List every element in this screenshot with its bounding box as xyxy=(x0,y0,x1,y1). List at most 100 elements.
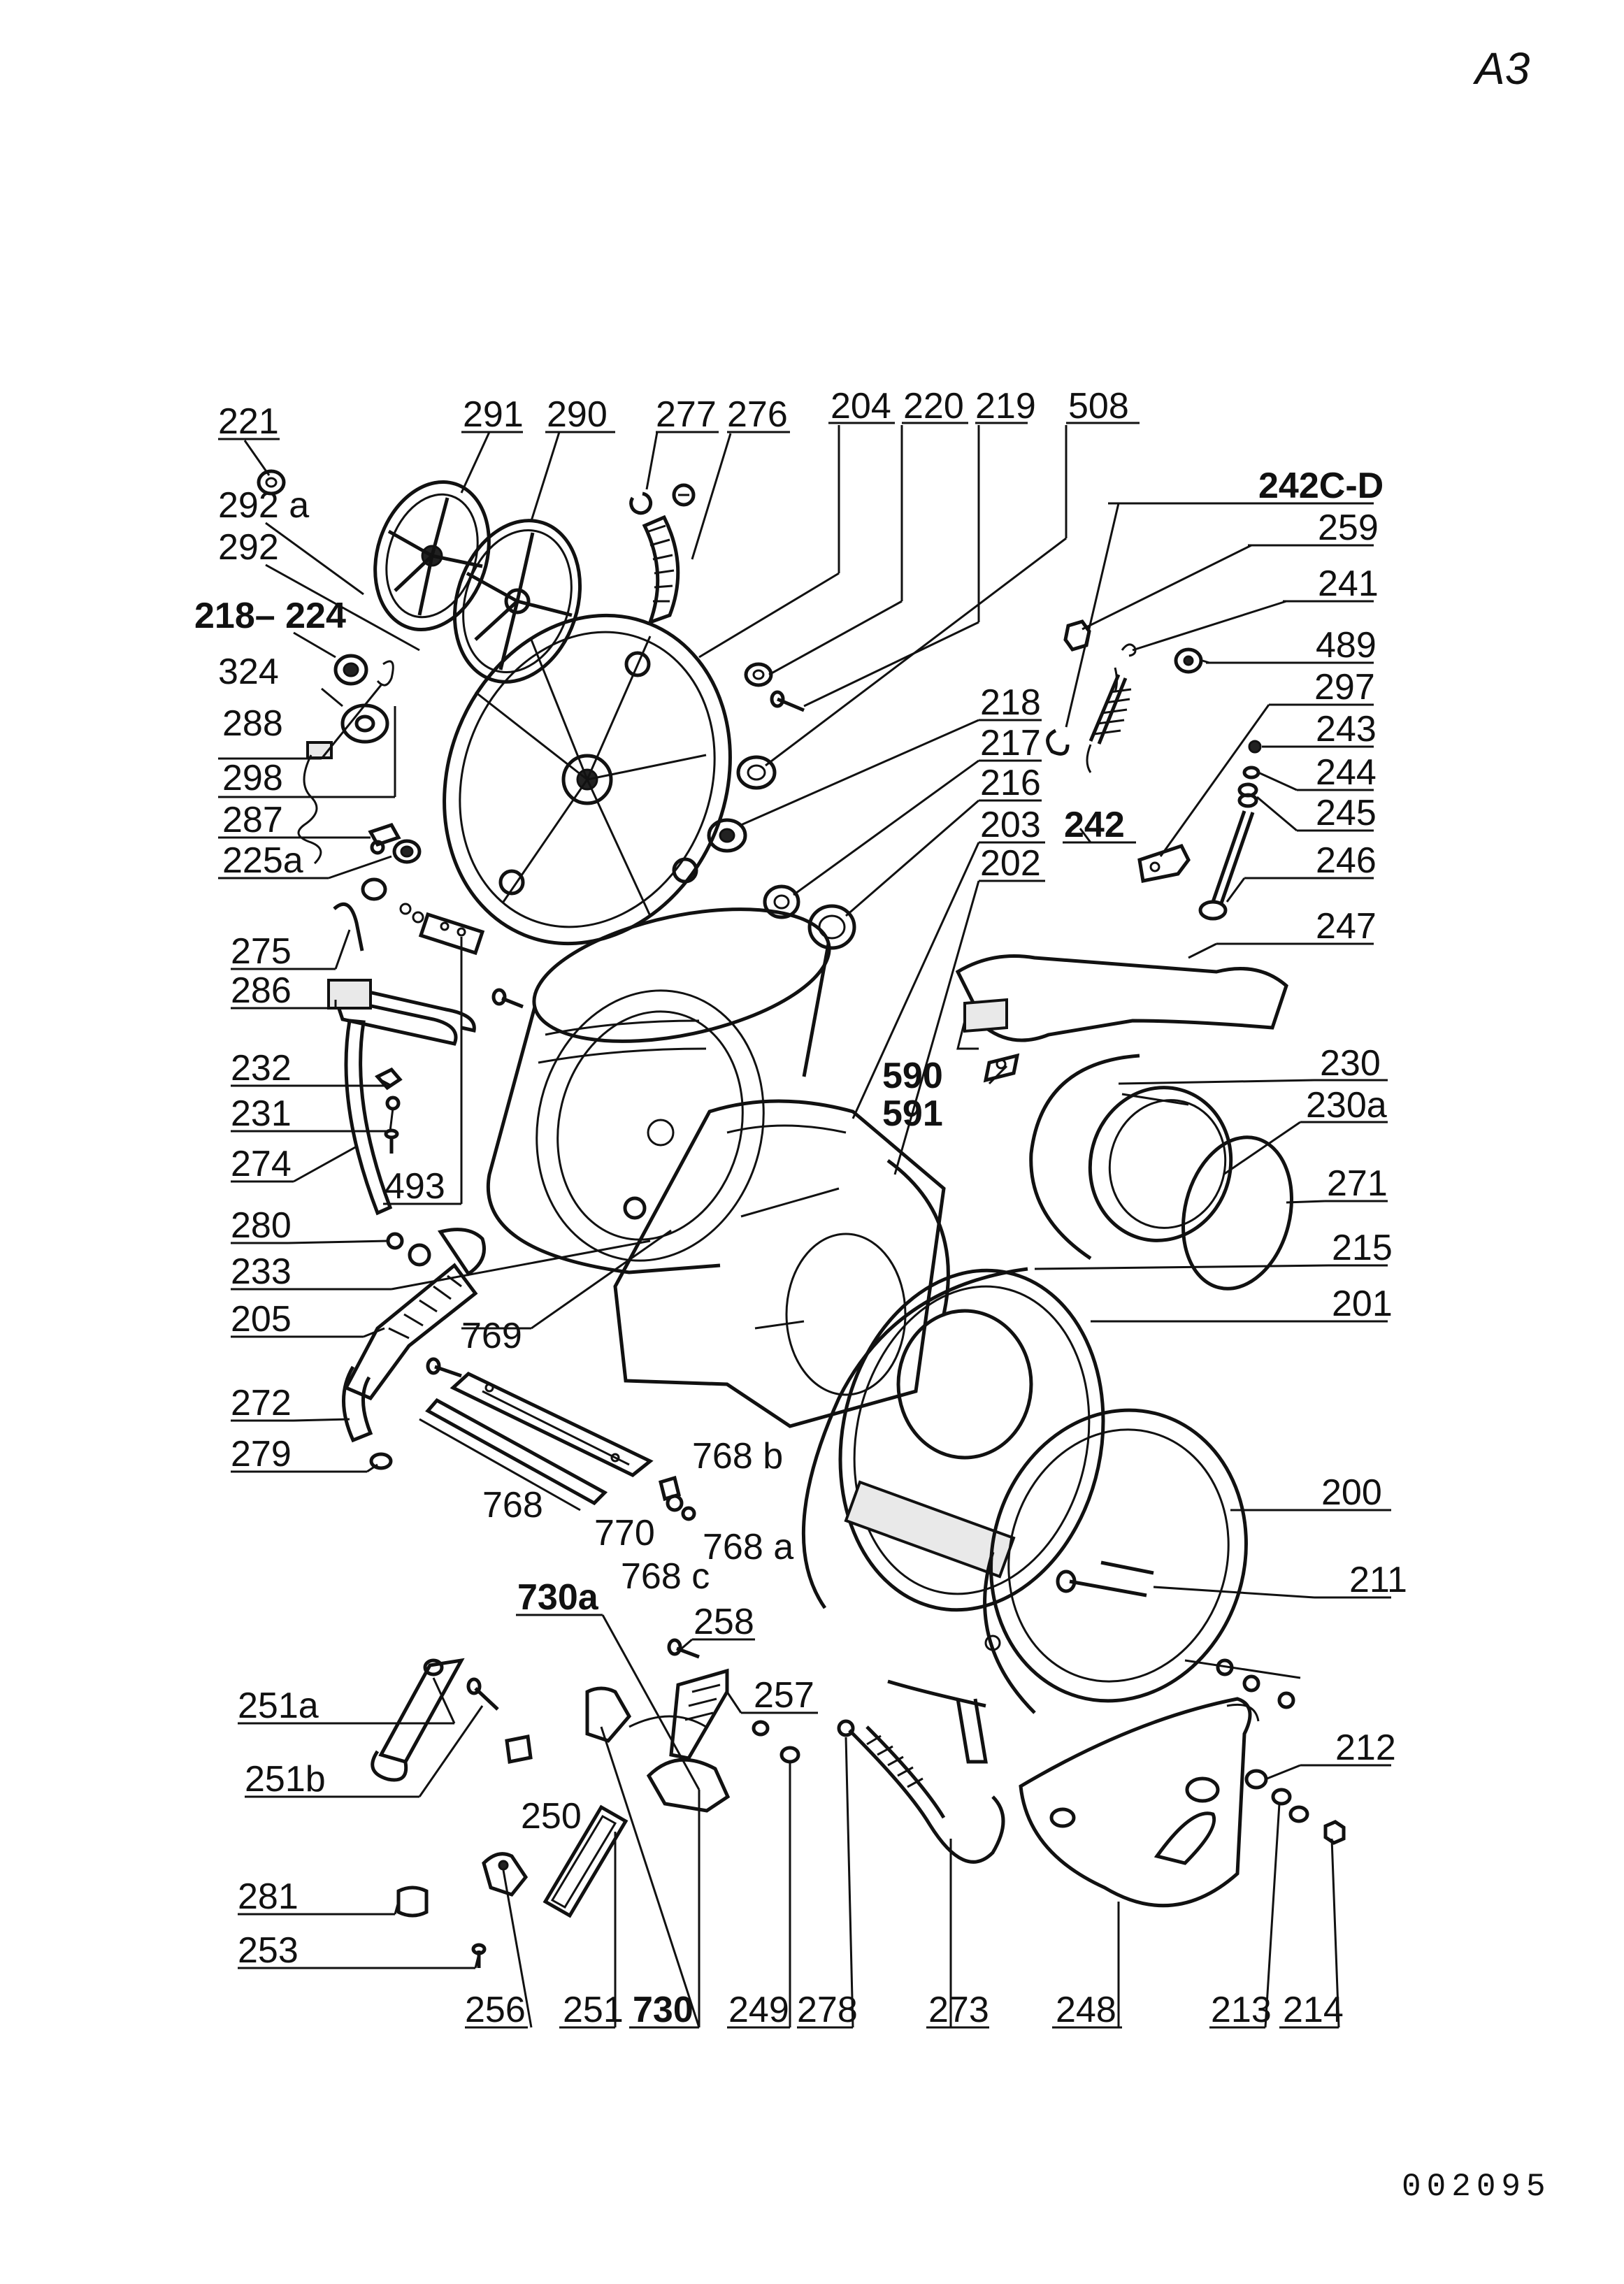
label-250: 250 xyxy=(521,1796,582,1837)
part-216-seal xyxy=(807,904,856,950)
part-screw-small xyxy=(384,1128,399,1154)
part-508-ring xyxy=(736,755,777,790)
label-257: 257 xyxy=(754,1675,814,1716)
part-246-shock-absorber xyxy=(1198,810,1255,921)
part-251b-screw xyxy=(466,1677,499,1711)
part-202-drum xyxy=(487,907,831,1274)
label-768b: 768 b xyxy=(692,1436,783,1477)
label-489: 489 xyxy=(1316,625,1377,666)
label-279: 279 xyxy=(231,1434,292,1474)
part-257-rail xyxy=(669,1668,729,1760)
label-256: 256 xyxy=(465,1990,526,2030)
label-280: 280 xyxy=(231,1205,292,1246)
label-205: 205 xyxy=(231,1299,292,1339)
label-286: 286 xyxy=(231,970,292,1011)
part-274-heater-hose xyxy=(344,1019,393,1216)
part-281-foot xyxy=(396,1886,429,1918)
part-230a-clamp xyxy=(1181,1135,1293,1291)
label-292: 292 xyxy=(218,527,279,568)
label-277: 277 xyxy=(656,394,717,435)
part-232-nut xyxy=(374,1067,403,1091)
label-770: 770 xyxy=(594,1513,655,1553)
part-276-hose xyxy=(642,515,680,626)
label-324: 324 xyxy=(218,652,279,692)
label-218: 218 xyxy=(980,682,1041,723)
label-253: 253 xyxy=(238,1930,299,1971)
part-screw-drum xyxy=(491,988,524,1009)
label-231: 231 xyxy=(231,1093,292,1134)
label-768c: 768 c xyxy=(621,1556,710,1597)
label-298: 298 xyxy=(222,758,283,798)
label-275: 275 xyxy=(231,931,292,972)
label-214: 214 xyxy=(1283,1990,1344,2030)
label-215: 215 xyxy=(1332,1228,1393,1268)
part-287-fitting xyxy=(368,822,401,855)
page-id: A3 xyxy=(1472,43,1530,94)
label-249: 249 xyxy=(728,1990,789,2030)
label-225a: 225a xyxy=(222,840,303,881)
part-258-screw xyxy=(667,1638,700,1659)
part-233-elbow xyxy=(408,1228,486,1277)
part-590-bracket xyxy=(983,1053,1020,1083)
label-258: 258 xyxy=(694,1602,754,1642)
part-212-washer xyxy=(1244,1769,1309,1823)
label-259: 259 xyxy=(1318,508,1379,548)
part-769-screw xyxy=(426,1357,462,1378)
label-273: 273 xyxy=(928,1990,989,2030)
part-rear-tub-cover xyxy=(443,613,732,946)
label-591: 591 xyxy=(882,1093,943,1134)
part-297-bracket xyxy=(1137,843,1191,883)
label-221: 221 xyxy=(218,401,279,442)
part-244-washer xyxy=(1242,766,1260,780)
part-249-nut xyxy=(752,1720,800,1764)
part-205-drain-hose xyxy=(342,1263,478,1443)
label-288: 288 xyxy=(222,703,283,744)
part-201-front-ring xyxy=(838,1268,1105,1612)
part-200-front-tub xyxy=(983,1408,1248,1714)
part-768c-plate xyxy=(658,1475,682,1502)
label-218-224: 218– 224 xyxy=(194,596,346,636)
document-code: 002095 xyxy=(1402,2169,1551,2205)
part-256-clip xyxy=(482,1852,529,1897)
label-245: 245 xyxy=(1316,793,1377,833)
part-253-screw xyxy=(471,1943,487,1968)
label-216: 216 xyxy=(980,763,1041,803)
label-290: 290 xyxy=(547,394,608,435)
part-248-cover xyxy=(1019,1697,1260,1908)
label-768a: 768 a xyxy=(703,1527,793,1567)
part-labels: 221 291 290 277 276 204 220 219 508 242C… xyxy=(194,386,1407,2030)
label-241: 241 xyxy=(1318,563,1379,604)
part-273-pipe xyxy=(887,1679,988,1764)
part-231-washer xyxy=(385,1096,401,1111)
part-279-clamp xyxy=(369,1452,393,1470)
label-213: 213 xyxy=(1211,1990,1272,2030)
part-211-bolt xyxy=(1056,1560,1154,1597)
part-278-hose xyxy=(837,1719,1005,1864)
label-251: 251 xyxy=(563,1990,624,2030)
label-211: 211 xyxy=(1349,1560,1407,1600)
label-230: 230 xyxy=(1320,1043,1381,1084)
label-292a: 292 a xyxy=(218,485,309,526)
label-251b: 251b xyxy=(245,1759,326,1800)
part-259-bush xyxy=(1063,619,1091,652)
part-215-seal-ring xyxy=(801,1267,1028,1609)
label-769: 769 xyxy=(461,1316,522,1356)
part-204-nut xyxy=(744,662,773,687)
part-220-screw xyxy=(770,690,805,712)
label-217: 217 xyxy=(980,723,1041,763)
part-768b-washer xyxy=(666,1494,696,1521)
label-201: 201 xyxy=(1332,1284,1393,1324)
label-730: 730 xyxy=(633,1990,694,2030)
label-203: 203 xyxy=(980,805,1041,845)
label-246: 246 xyxy=(1316,840,1377,881)
label-272: 272 xyxy=(231,1383,292,1423)
label-248: 248 xyxy=(1056,1990,1116,2030)
label-230a: 230a xyxy=(1306,1085,1387,1126)
label-232: 232 xyxy=(231,1048,292,1089)
label-251a: 251a xyxy=(238,1686,319,1726)
label-271: 271 xyxy=(1327,1163,1388,1204)
label-768: 768 xyxy=(482,1485,543,1525)
leader-lines xyxy=(218,422,1391,2029)
label-244: 244 xyxy=(1316,752,1377,793)
